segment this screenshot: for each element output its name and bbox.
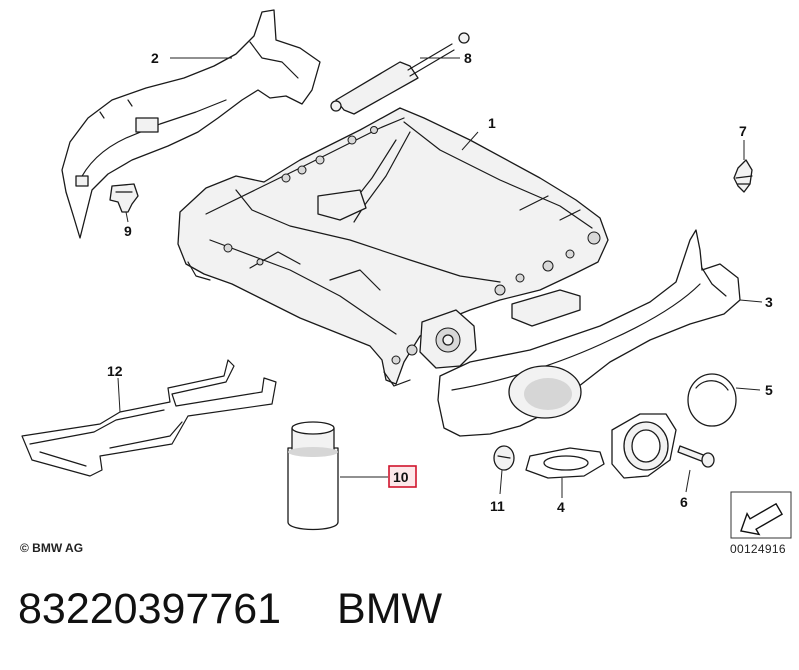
callout-10[interactable]: 10 <box>393 469 409 485</box>
callout-12[interactable]: 12 <box>107 363 123 379</box>
callout-4[interactable]: 4 <box>557 499 565 515</box>
part-2-side-trim[interactable] <box>61 9 321 239</box>
part-9-clip[interactable] <box>109 183 139 213</box>
part-12-wire-mat[interactable] <box>21 359 277 477</box>
brand-name: BMW <box>337 585 443 633</box>
callout-9[interactable]: 9 <box>124 223 132 239</box>
callout-6[interactable]: 6 <box>680 494 688 510</box>
callout-labels: 2 8 1 7 9 3 12 5 10 11 4 6 <box>107 50 773 515</box>
callout-7[interactable]: 7 <box>739 123 747 139</box>
diagram-id: 00124916 <box>730 542 786 556</box>
callout-10-highlight-box <box>388 465 417 488</box>
part-6-screw[interactable] <box>677 445 715 468</box>
part-5-cover-cap[interactable] <box>687 373 737 427</box>
copyright-notice: © BMW AG <box>20 541 84 555</box>
leader-lines <box>117 57 763 498</box>
callout-5[interactable]: 5 <box>765 382 773 398</box>
part-8-gas-spring[interactable] <box>330 32 470 115</box>
part-number-line: 83220397761 BMW <box>18 585 442 634</box>
callout-3[interactable]: 3 <box>765 294 773 310</box>
callout-8[interactable]: 8 <box>464 50 472 66</box>
arrow-icon <box>740 502 784 536</box>
part-1-seat-frame[interactable] <box>177 107 609 387</box>
callout-1[interactable]: 1 <box>488 115 496 131</box>
part-4-bezel[interactable] <box>525 413 677 479</box>
part-3-side-cover[interactable] <box>437 229 741 437</box>
callout-2[interactable]: 2 <box>151 50 159 66</box>
part-10-can[interactable] <box>287 421 339 531</box>
part-7-clip[interactable] <box>733 159 753 193</box>
part-number: 83220397761 <box>18 585 282 633</box>
orientation-arrow-box <box>730 491 792 539</box>
part-11-clip[interactable] <box>493 445 515 471</box>
callout-11[interactable]: 11 <box>490 498 505 514</box>
